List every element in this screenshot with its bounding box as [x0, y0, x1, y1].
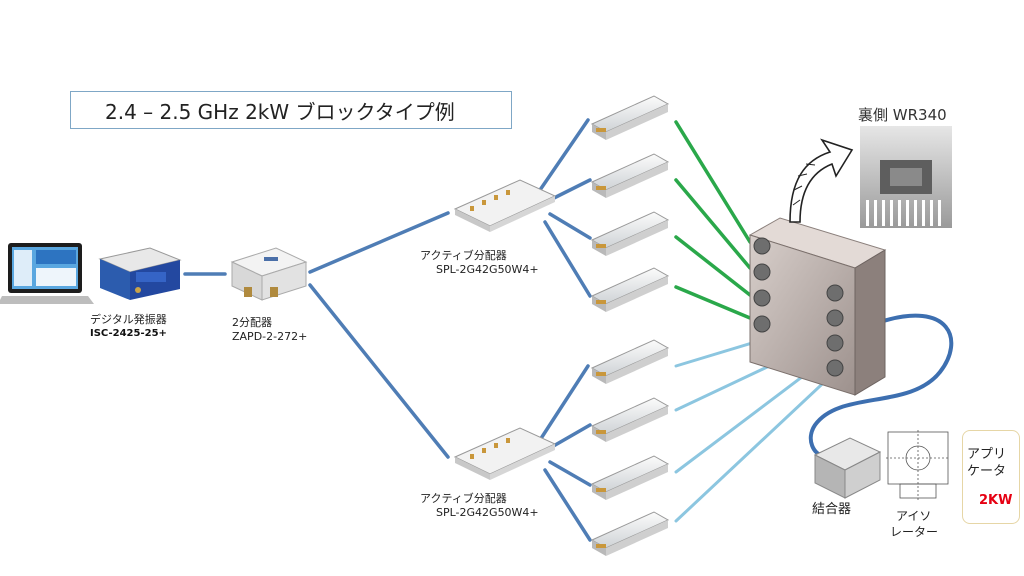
active-splitter-top-icon [453, 179, 557, 232]
active-top-out1 [538, 118, 590, 192]
splitter-to-active-top-line [308, 211, 450, 274]
splitter-label: 2分配器 ZAPD-2-272+ [232, 316, 307, 344]
amplifier-module [590, 211, 670, 256]
active-splitter-top-model: SPL-2G42G50W4+ [436, 263, 539, 276]
active-splitter-top-label: アクティブ分配器 SPL-2G42G50W4+ [420, 249, 539, 277]
oscillator-device-icon [98, 247, 182, 300]
splitter-model: ZAPD-2-272+ [232, 330, 308, 343]
amplifier-module [590, 95, 670, 140]
blue-connection-lines [183, 118, 592, 542]
active-bot-out1 [538, 364, 590, 442]
waveguide-coupler-icon [813, 437, 882, 499]
applicator-power: 2KW [979, 493, 1013, 508]
isolator-label-line1: アイソ [896, 509, 932, 523]
active-splitter-bottom-model: SPL-2G42G50W4+ [436, 506, 539, 519]
amplifier-module [590, 397, 670, 442]
amplifier-module [590, 455, 670, 500]
applicator-box [962, 430, 1020, 524]
oscillator-name: デジタル発振器 [90, 313, 167, 326]
active-bot-out4 [543, 468, 592, 542]
amplifier-module [590, 511, 670, 556]
applicator-label-line2: ケータ [967, 464, 1007, 479]
active-splitter-bottom-label: アクティブ分配器 SPL-2G42G50W4+ [420, 492, 539, 520]
amplifier-modules [590, 95, 670, 556]
isolator-label: アイソ レーター [890, 508, 938, 540]
active-bot-out3 [548, 460, 592, 487]
amplifier-module [590, 267, 670, 312]
heatsink-icon [860, 126, 952, 228]
combiner-label: 結合器 [812, 502, 852, 517]
amplifier-module [590, 339, 670, 384]
splitter-device-icon [230, 247, 308, 301]
active-top-out3 [548, 212, 592, 240]
active-top-out2 [548, 178, 592, 202]
applicator-label-line1: アプリ [967, 447, 1007, 462]
active-splitter-bottom-name: アクティブ分配器 [420, 492, 507, 505]
splitter-to-active-bottom-line [308, 283, 450, 459]
applicator-label: アプリ ケータ [967, 446, 1006, 480]
diagram-title: 2.4 – 2.5 GHz 2kW ブロックタイプ例 [70, 91, 512, 129]
active-bot-out2 [548, 423, 592, 450]
back-side-label: 裏側 WR340 [858, 106, 947, 124]
active-splitter-top-name: アクティブ分配器 [420, 249, 507, 262]
oscillator-model: ISC-2425-25+ [90, 328, 167, 339]
combiner-block-icon [748, 217, 887, 396]
isolator-drawing-icon [886, 430, 950, 500]
splitter-name: 2分配器 [232, 316, 272, 329]
laptop-icon [0, 243, 94, 304]
isolator-label-line2: レーター [890, 525, 939, 539]
active-top-out4 [543, 220, 592, 298]
output-cable [808, 313, 954, 457]
amplifier-module [590, 153, 670, 198]
back-side-arrow-icon [789, 138, 854, 223]
active-splitter-bottom-icon [453, 427, 557, 480]
oscillator-label: デジタル発振器 ISC-2425-25+ [90, 313, 167, 341]
green-lines [674, 120, 752, 320]
